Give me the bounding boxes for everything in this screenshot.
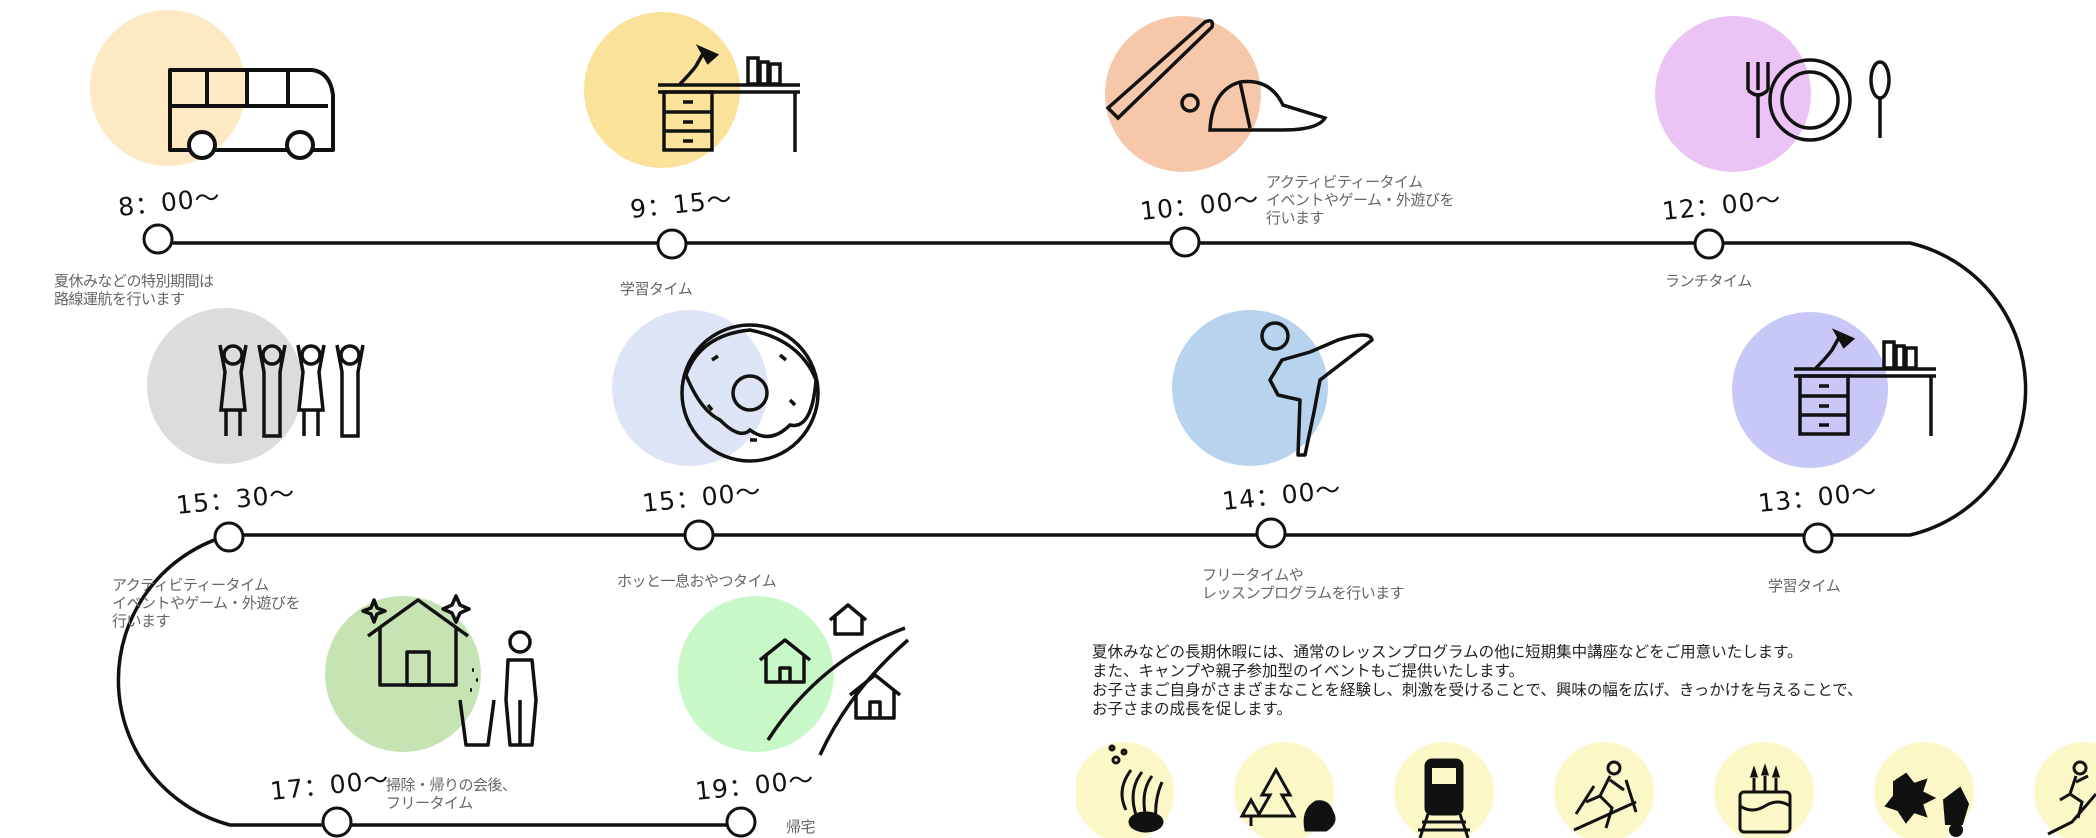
- timeline-node: [1802, 522, 1834, 554]
- note-line: 行います: [112, 612, 171, 630]
- birthday-cake-icon: [1738, 763, 1792, 834]
- note-line: 帰宅: [786, 818, 816, 836]
- homes-icon: [758, 603, 910, 756]
- cleaning-icon: [361, 594, 538, 747]
- meal-color-blob: [1655, 16, 1811, 172]
- bus-icon: [168, 68, 335, 160]
- note-line: 路線運航を行います: [54, 290, 185, 308]
- note-line: レッスンプログラムを行います: [1202, 584, 1405, 602]
- activity-icons: [1076, 742, 2096, 838]
- schedule-note: 学習タイム: [620, 280, 693, 298]
- schedule-note: アクティビティータイム イベントやゲーム・外遊びを 行います: [1266, 173, 1455, 227]
- cleaning-color-blob: [325, 596, 481, 752]
- note-line: 行います: [1266, 209, 1325, 227]
- description-line: お子さまの成長を促します。: [1092, 700, 1292, 718]
- schedule-note: 学習タイム: [1768, 577, 1841, 595]
- desk-color-blob: [1732, 312, 1888, 468]
- people-cheering-icon: [218, 344, 365, 438]
- note-line: フリータイム: [386, 794, 473, 812]
- note-line: 夏休みなどの特別期間は: [54, 272, 214, 290]
- christmas-santa-icon: [1884, 772, 1970, 837]
- description-line: お子さまご自身がさまざまなことを経験し、刺激を受けることで、興味の幅を広げ、きっ…: [1092, 681, 1863, 699]
- description-line: 夏休みなどの長期休暇には、通常のレッスンプログラムの他に短期集中講座などをご用意…: [1092, 643, 1803, 661]
- timeline-node: [213, 521, 245, 553]
- timeline-node: [725, 806, 757, 838]
- baseball-icon: [1105, 19, 1328, 132]
- timeline-node: [683, 519, 715, 551]
- note-line: 学習タイム: [1768, 577, 1841, 595]
- desk-color-blob: [584, 12, 740, 168]
- kick-icon: [1260, 321, 1374, 457]
- description-paragraph: 夏休みなどの長期休暇には、通常のレッスンプログラムの他に短期集中講座などをご用意…: [1092, 643, 2072, 719]
- homes-color-blob: [678, 596, 834, 752]
- note-line: 学習タイム: [620, 280, 693, 298]
- climbing-icon: [2047, 760, 2096, 836]
- description-line: また、キャンプや親子参加型のイベントもご提供いたします。: [1092, 662, 1524, 680]
- schedule-note: アクティビティータイム イベントやゲーム・外遊びを 行います: [112, 576, 301, 630]
- skiing-icon: [1573, 760, 1638, 832]
- desk-icon: [658, 44, 800, 152]
- note-line: ホッと一息おやつタイム: [617, 572, 777, 590]
- schedule-note: 夏休みなどの特別期間は 路線運航を行います: [54, 272, 214, 308]
- schedule-note: 帰宅: [786, 818, 816, 836]
- timeline-node: [1693, 228, 1725, 260]
- note-line: イベントやゲーム・外遊びを: [112, 594, 301, 612]
- donut-icon: [680, 323, 820, 463]
- desk-icon: [1794, 328, 1936, 436]
- note-line: フリータイムや: [1202, 566, 1304, 584]
- timeline-nodes: [142, 223, 1834, 838]
- timeline-node: [321, 806, 353, 838]
- kick-color-blob: [1172, 310, 1328, 466]
- train-icon: [1418, 758, 1470, 838]
- schedule-note: フリータイムや レッスンプログラムを行います: [1202, 566, 1405, 602]
- note-line: イベントやゲーム・外遊びを: [1266, 191, 1455, 209]
- timeline-node: [656, 228, 688, 260]
- schedule-note: ホッと一息おやつタイム: [617, 572, 777, 590]
- timeline-node: [1255, 517, 1287, 549]
- timeline-path: [116, 241, 2028, 827]
- schedule-note: 掃除・帰りの会後、 フリータイム: [386, 776, 517, 812]
- timeline-node: [1169, 226, 1201, 258]
- forest-camp-icon: [1239, 766, 1336, 832]
- meal-icon: [1746, 58, 1891, 142]
- baseball-color-blob: [1105, 16, 1261, 172]
- note-line: アクティビティータイム: [112, 576, 269, 594]
- timeline-node: [142, 223, 174, 255]
- schedule-note: ランチタイム: [1665, 272, 1752, 290]
- climbing-color-blob: [2034, 742, 2096, 838]
- note-line: ランチタイム: [1665, 272, 1752, 290]
- snorkel-fish-icon: [1108, 744, 1164, 833]
- note-line: 掃除・帰りの会後、: [386, 776, 517, 794]
- note-line: アクティビティータイム: [1266, 173, 1423, 191]
